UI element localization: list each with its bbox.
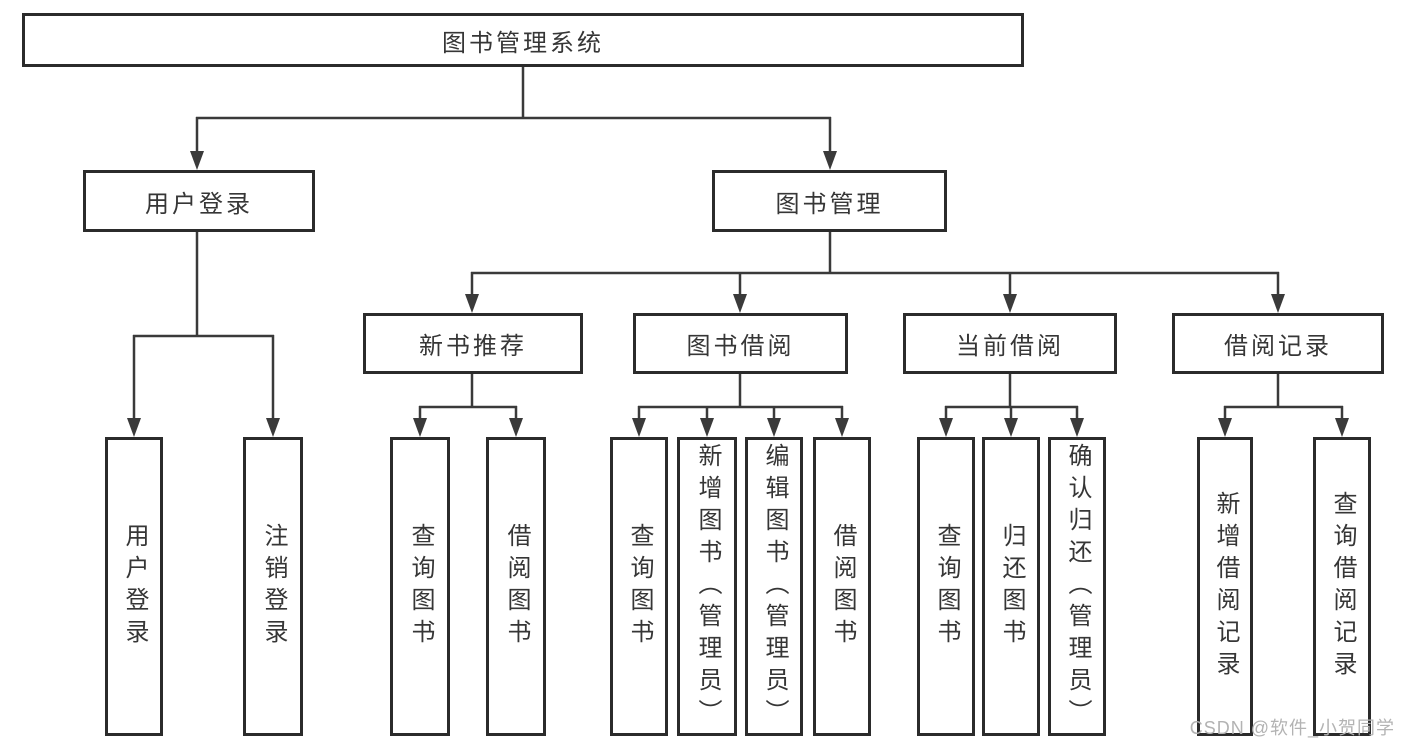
csdn-watermark: CSDN @软件_小贺同学 [1189, 718, 1395, 738]
leaf-user-login-label: 用户登录 [121, 522, 148, 651]
arrowheads [127, 151, 1349, 437]
leaf-current-query-book-label: 查询图书 [933, 522, 960, 651]
node-user-login-label: 用户登录 [145, 190, 253, 218]
leaf-borrow-add-book-admin: 新增图书（管理员） [677, 437, 737, 736]
leaf-current-return-book: 归还图书 [982, 437, 1040, 736]
node-borrow-record: 借阅记录 [1172, 313, 1384, 374]
leaf-record-add-record-label: 新增借阅记录 [1212, 490, 1239, 683]
node-book-management: 图书管理 [712, 170, 947, 232]
leaf-recommend-borrow-book-label: 借阅图书 [503, 522, 530, 651]
tree-edges [132, 67, 1344, 420]
leaf-borrow-query-book: 查询图书 [610, 437, 668, 736]
leaf-logout-label: 注销登录 [260, 522, 287, 651]
leaf-current-confirm-return-admin-label: 确认归还（管理员） [1064, 442, 1091, 731]
node-system-root-label: 图书管理系统 [442, 29, 604, 57]
node-borrow-record-label: 借阅记录 [1224, 333, 1332, 360]
leaf-record-query-record-label: 查询借阅记录 [1329, 490, 1356, 683]
leaf-borrow-borrow-book: 借阅图书 [813, 437, 871, 736]
leaf-borrow-edit-book-admin-label: 编辑图书（管理员） [761, 442, 788, 731]
leaf-user-login: 用户登录 [105, 437, 163, 736]
node-new-book-recommend: 新书推荐 [363, 313, 583, 374]
leaf-recommend-borrow-book: 借阅图书 [486, 437, 546, 736]
leaf-logout: 注销登录 [243, 437, 303, 736]
node-book-borrow-label: 图书借阅 [686, 333, 795, 360]
node-current-borrow-label: 当前借阅 [956, 333, 1064, 360]
node-system-root: 图书管理系统 [22, 13, 1024, 67]
leaf-record-query-record: 查询借阅记录 [1313, 437, 1371, 736]
leaf-borrow-add-book-admin-label: 新增图书（管理员） [694, 442, 721, 731]
leaf-recommend-query-book-label: 查询图书 [407, 522, 434, 651]
leaf-borrow-borrow-book-label: 借阅图书 [829, 522, 856, 651]
leaf-borrow-query-book-label: 查询图书 [626, 522, 653, 651]
leaf-current-confirm-return-admin: 确认归还（管理员） [1048, 437, 1106, 736]
node-book-borrow: 图书借阅 [633, 313, 848, 374]
node-book-management-label: 图书管理 [775, 190, 884, 218]
leaf-current-return-book-label: 归还图书 [998, 522, 1025, 651]
leaf-record-add-record: 新增借阅记录 [1197, 437, 1253, 736]
node-current-borrow: 当前借阅 [903, 313, 1117, 374]
node-new-book-recommend-label: 新书推荐 [419, 333, 527, 360]
leaf-recommend-query-book: 查询图书 [390, 437, 450, 736]
leaf-borrow-edit-book-admin: 编辑图书（管理员） [745, 437, 803, 736]
leaf-current-query-book: 查询图书 [917, 437, 975, 736]
node-user-login: 用户登录 [83, 170, 315, 232]
